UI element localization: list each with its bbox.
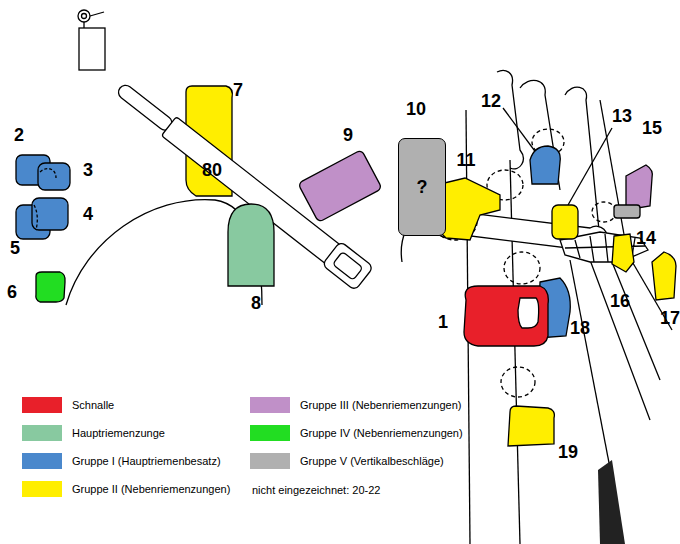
callout-number: 4 bbox=[83, 205, 93, 223]
callout-number: 10 bbox=[406, 100, 426, 118]
callout-number: 12 bbox=[481, 92, 501, 110]
node-text: ? bbox=[417, 177, 428, 198]
legend-text: Hauptriemenzunge bbox=[72, 428, 165, 439]
callout-number: 14 bbox=[636, 229, 656, 247]
callout-number: 16 bbox=[610, 292, 630, 310]
callout-number: 1 bbox=[438, 313, 448, 331]
legend-swatch bbox=[22, 425, 62, 441]
legend-swatch bbox=[250, 425, 290, 441]
callout-number: 2 bbox=[14, 126, 24, 144]
legend-swatch bbox=[22, 453, 62, 469]
callout-number: 11 bbox=[456, 151, 475, 169]
legend-text: Gruppe II (Nebenriemenzungen) bbox=[72, 484, 230, 495]
callout-number: 17 bbox=[660, 309, 680, 327]
callout-number: 5 bbox=[10, 239, 20, 257]
legend-swatch bbox=[250, 453, 290, 469]
callout-number: 18 bbox=[570, 319, 590, 337]
callout-number: 13 bbox=[612, 107, 632, 125]
find-box: ? bbox=[398, 138, 446, 236]
legend-text: Gruppe IV (Nebenriemenzungen) bbox=[300, 428, 463, 439]
callout-number: 3 bbox=[83, 161, 93, 179]
callout-number: 6 bbox=[7, 283, 17, 301]
callout-number: 9 bbox=[343, 126, 353, 144]
callout-number: 15 bbox=[642, 119, 662, 137]
legend-text: Gruppe I (Hauptriemenbesatz) bbox=[72, 456, 221, 467]
callout-number: 80 bbox=[202, 161, 222, 179]
legend-text: Gruppe III (Nebenriemenzungen) bbox=[300, 400, 461, 411]
legend-swatch bbox=[22, 481, 62, 497]
legend-swatch bbox=[250, 397, 290, 413]
legend-text: Schnalle bbox=[72, 400, 114, 411]
callout-number: 8 bbox=[251, 294, 261, 312]
callout-number: 19 bbox=[558, 443, 578, 461]
legend-text: Gruppe V (Vertikalbeschläge) bbox=[300, 456, 444, 467]
legend-swatch bbox=[22, 397, 62, 413]
note-text: nicht eingezeichnet: 20-22 bbox=[252, 485, 380, 496]
callout-number: 7 bbox=[233, 81, 243, 99]
